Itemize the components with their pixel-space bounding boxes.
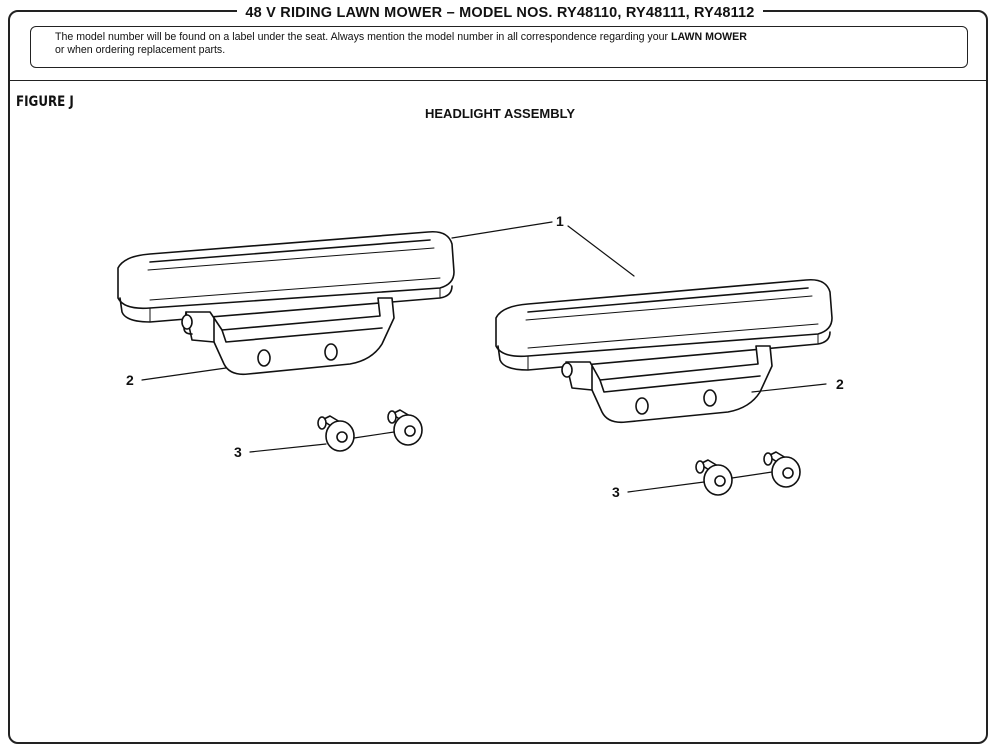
callout-2-left: 2 bbox=[126, 372, 134, 388]
screw-left-b bbox=[387, 409, 423, 446]
bracket-right bbox=[561, 345, 773, 424]
header-bar: 48 V RIDING LAWN MOWER – MODEL NOS. RY48… bbox=[0, 0, 1000, 24]
bracket-left bbox=[181, 297, 395, 376]
leader-3-left-a bbox=[249, 443, 327, 453]
leader-1-right bbox=[567, 225, 635, 277]
leader-2-right bbox=[751, 383, 827, 393]
callout-3-left: 3 bbox=[234, 444, 242, 460]
figure-label: FIGURE J bbox=[16, 94, 74, 110]
assembly-title: HEADLIGHT ASSEMBLY bbox=[425, 106, 575, 121]
callout-3-right: 3 bbox=[612, 484, 620, 500]
leader-3-right-b bbox=[731, 471, 773, 479]
notice-bold-text: LAWN MOWER bbox=[670, 31, 747, 43]
notice-text-line2: or when ordering replacement parts. bbox=[55, 44, 226, 56]
notice-text: The model number will be found on a labe… bbox=[55, 31, 671, 43]
screws-left bbox=[317, 409, 423, 452]
screw-right-b bbox=[763, 451, 801, 488]
screw-left-a bbox=[317, 415, 355, 452]
callout-2-right: 2 bbox=[836, 376, 844, 392]
screws-right bbox=[695, 451, 801, 496]
headlight-left bbox=[117, 230, 455, 323]
leader-1-left bbox=[451, 221, 553, 239]
leader-3-left-b bbox=[353, 431, 395, 439]
header-divider bbox=[8, 80, 988, 81]
leader-2-left bbox=[141, 367, 227, 381]
page-title: 48 V RIDING LAWN MOWER – MODEL NOS. RY48… bbox=[237, 5, 763, 21]
leader-lines bbox=[141, 221, 827, 493]
callout-1: 1 bbox=[556, 213, 564, 229]
screw-right-a bbox=[695, 459, 733, 496]
leader-3-right-a bbox=[627, 481, 705, 493]
headlight-right bbox=[495, 278, 833, 371]
model-notice: The model number will be found on a labe… bbox=[30, 26, 968, 68]
